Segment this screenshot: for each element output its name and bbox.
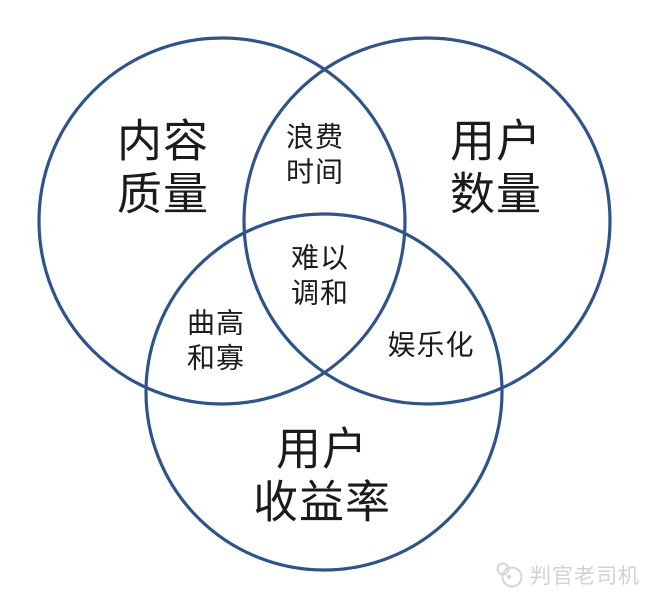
watermark-text: 判官老司机 [530, 564, 640, 588]
label-highbrow: 曲高 和寡 [186, 306, 246, 374]
watermark: 判官老司机 [495, 560, 640, 590]
circle-user-revenue [144, 212, 504, 572]
circle-user-count [242, 36, 612, 406]
label-content-quality: 内容 质量 [116, 114, 210, 220]
label-entertainment: 娱乐化 [387, 328, 475, 362]
label-waste-time: 浪费 时间 [285, 120, 345, 188]
label-user-revenue: 用户 收益率 [252, 422, 392, 528]
label-hard-to-reconcile: 难以 调和 [290, 241, 350, 309]
avatar-icon [495, 561, 525, 589]
circle-content-quality [37, 36, 407, 406]
label-user-count: 用户 数量 [449, 114, 543, 220]
